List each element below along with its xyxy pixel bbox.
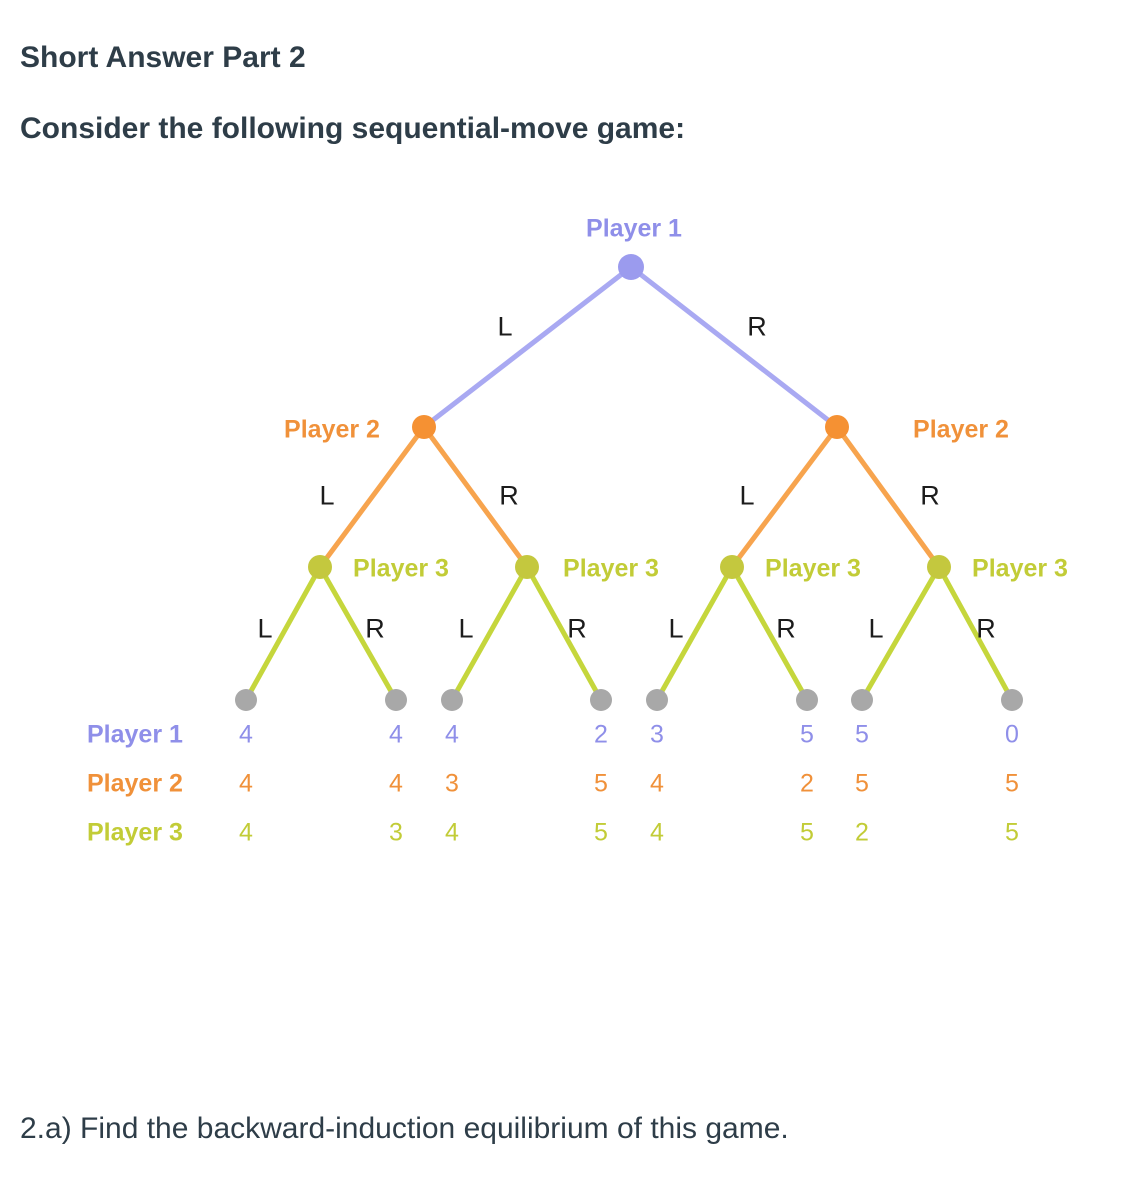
decision-node-p3A — [308, 555, 332, 579]
edge-label-p2L-L: L — [319, 480, 335, 511]
intro-text: Consider the following sequential-move g… — [20, 112, 686, 145]
terminal-node-t2 — [385, 689, 407, 711]
tree-edge-p3B-L — [449, 564, 530, 703]
payoff-player1-col6: 5 — [800, 720, 814, 749]
terminal-node-t6 — [796, 689, 818, 711]
tree-edge-p3A-L — [243, 564, 323, 703]
tree-edge-p2R-R — [834, 424, 942, 570]
edge-label-p3D-L: L — [868, 613, 884, 644]
payoff-player1-col7: 5 — [855, 720, 869, 749]
tree-edge-p3D-R — [936, 564, 1015, 703]
decision-node-p3D — [927, 555, 951, 579]
payoff-player3-col4: 5 — [594, 818, 608, 847]
payoff-player1-col1: 4 — [239, 720, 253, 749]
payoff-player1-col8: 0 — [1005, 720, 1019, 749]
payoff-player1-col4: 2 — [594, 720, 608, 749]
payoff-player1-col2: 4 — [389, 720, 403, 749]
node-label-p2R: Player 2 — [913, 415, 1009, 444]
decision-node-root — [618, 254, 644, 280]
decision-node-p3C — [720, 555, 744, 579]
edge-label-p3A-L: L — [257, 613, 273, 644]
payoff-player3-col3: 4 — [445, 818, 459, 847]
tree-edge-p2L-L — [317, 424, 427, 570]
edge-label-p3A-R: R — [365, 613, 385, 644]
terminal-node-t4 — [590, 689, 612, 711]
edge-label-root-R: R — [747, 311, 767, 342]
question-text: 2.a) Find the backward-induction equilib… — [20, 1112, 789, 1145]
node-label-p3D: Player 3 — [972, 554, 1068, 583]
payoff-player2-col8: 5 — [1005, 769, 1019, 798]
terminal-node-t1 — [235, 689, 257, 711]
edge-label-p3C-L: L — [668, 613, 684, 644]
page-title: Short Answer Part 2 — [20, 41, 306, 74]
payoff-player2-col6: 2 — [800, 769, 814, 798]
terminal-node-t5 — [646, 689, 668, 711]
payoff-player3-col8: 5 — [1005, 818, 1019, 847]
edge-label-p3C-R: R — [776, 613, 796, 644]
payoff-row-label-player3: Player 3 — [87, 818, 183, 847]
tree-edge-p2L-R — [421, 424, 530, 570]
payoff-player2-col4: 5 — [594, 769, 608, 798]
tree-edge-root-R — [628, 264, 840, 430]
edge-label-p3B-R: R — [567, 613, 587, 644]
node-label-p3A: Player 3 — [353, 554, 449, 583]
payoff-player2-col7: 5 — [855, 769, 869, 798]
tree-edge-p3A-R — [317, 564, 399, 703]
payoff-player3-col5: 4 — [650, 818, 664, 847]
edge-label-root-L: L — [497, 311, 513, 342]
edge-label-p2L-R: R — [499, 480, 519, 511]
terminal-node-t8 — [1001, 689, 1023, 711]
payoff-row-label-player1: Player 1 — [87, 720, 183, 749]
payoff-player2-col5: 4 — [650, 769, 664, 798]
decision-node-p2L — [412, 415, 436, 439]
edge-label-p3D-R: R — [976, 613, 996, 644]
tree-edge-p2R-L — [729, 424, 840, 570]
edge-label-p2R-R: R — [920, 480, 940, 511]
payoff-player3-col6: 5 — [800, 818, 814, 847]
payoff-player3-col1: 4 — [239, 818, 253, 847]
payoff-player2-col3: 3 — [445, 769, 459, 798]
tree-edge-p3D-L — [859, 564, 942, 703]
terminal-node-t3 — [441, 689, 463, 711]
tree-edge-p3B-R — [524, 564, 604, 703]
node-label-p3B: Player 3 — [563, 554, 659, 583]
node-label-p3C: Player 3 — [765, 554, 861, 583]
payoff-player3-col2: 3 — [389, 818, 403, 847]
tree-edge-root-L — [421, 264, 634, 430]
tree-edge-p3C-R — [729, 564, 810, 703]
terminal-node-t7 — [851, 689, 873, 711]
payoff-player3-col7: 2 — [855, 818, 869, 847]
payoff-player1-col5: 3 — [650, 720, 664, 749]
decision-node-p2R — [825, 415, 849, 439]
tree-edge-p3C-L — [654, 564, 735, 703]
decision-node-p3B — [515, 555, 539, 579]
node-label-root: Player 1 — [586, 214, 682, 243]
node-label-p2L: Player 2 — [284, 415, 380, 444]
payoff-row-label-player2: Player 2 — [87, 769, 183, 798]
edge-label-p3B-L: L — [458, 613, 474, 644]
payoff-player2-col2: 4 — [389, 769, 403, 798]
edge-label-p2R-L: L — [739, 480, 755, 511]
payoff-player1-col3: 4 — [445, 720, 459, 749]
payoff-player2-col1: 4 — [239, 769, 253, 798]
